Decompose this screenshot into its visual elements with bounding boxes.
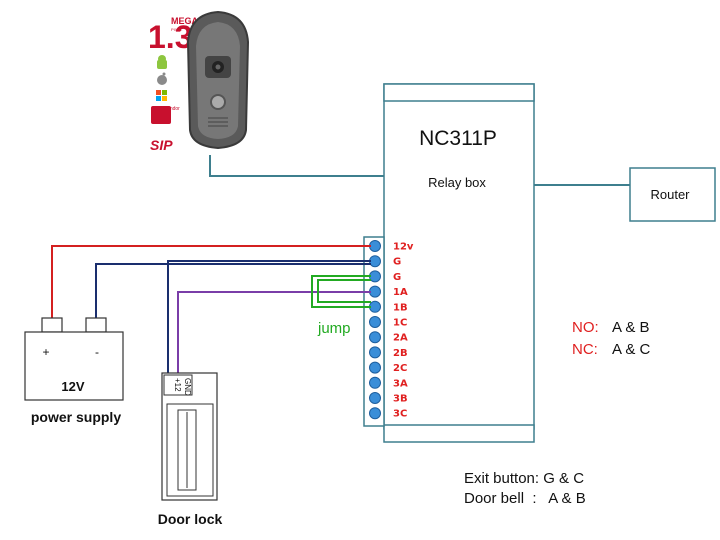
terminal-screw-g [369, 255, 381, 268]
terminal-label-g: G [393, 257, 401, 268]
router-label: Router [650, 187, 690, 202]
badge-text: MEGA [171, 16, 199, 26]
relay-box-top-rail [383, 83, 535, 102]
terminal-label-2b: 2B [393, 348, 408, 359]
green-jump-wire-inner [317, 279, 371, 303]
relay-box-subtitle: Relay box [428, 175, 486, 190]
contact-legend: NO: A & B NC: A & C [572, 319, 651, 358]
android-icon [157, 55, 167, 69]
vendor-logo: Vendor [151, 106, 180, 124]
door-lock-caption: Door lock [158, 511, 223, 527]
red-wire-12v [51, 245, 371, 318]
exit-button-note: Exit button: G & C [464, 470, 584, 487]
terminal-label-3a: 3A [393, 378, 408, 389]
sip-logo: SIP [150, 137, 173, 153]
terminal-screw-2b [369, 346, 381, 359]
camera-body [186, 10, 250, 150]
door-camera: 1.3 MEGA PIXEL Vendor SIP [148, 10, 250, 153]
no-key: NO: [572, 319, 599, 336]
lock-pin-gnd: GND [183, 378, 192, 396]
apple-icon [157, 72, 167, 85]
power-supply: + - 12V power supply [24, 317, 124, 425]
terminal-label-1b: 1B [393, 302, 408, 313]
nc-value: A & C [612, 341, 651, 358]
terminal-screw-1a [369, 285, 381, 298]
power-supply-caption: power supply [31, 409, 121, 425]
wiring-notes: Exit button: G & C Door bell : A & B [464, 470, 586, 507]
power-minus-label: - [95, 345, 99, 359]
terminal-screw-12v [369, 240, 381, 252]
terminal-screw-3c [369, 407, 381, 420]
badge-number: 1.3 [148, 19, 192, 55]
terminal-label-1a: 1A [393, 287, 408, 298]
terminal-label-1c: 1C [393, 318, 407, 329]
door-lock: +12 GND Door lock [158, 372, 223, 527]
relay-box-bottom-rail [383, 424, 535, 443]
terminal-label-g: G [393, 272, 401, 283]
purple-wire-lock-12v [177, 291, 371, 375]
terminal-screw-1b [369, 300, 381, 313]
call-button [210, 94, 226, 110]
power-voltage-label: 12V [61, 379, 84, 394]
lock-pin-12: +12 [173, 378, 182, 392]
router: Router [629, 167, 716, 222]
navy-wire-ground [95, 263, 371, 318]
no-value: A & B [612, 319, 650, 336]
terminal-screw-1c [369, 316, 381, 328]
terminal-screw-2a [369, 331, 381, 344]
terminal-screw-2c [369, 361, 381, 374]
jump-label: jump [317, 320, 351, 337]
terminal-label-2a: 2A [393, 333, 408, 344]
positive-terminal [41, 317, 63, 333]
vendor-text: Vendor [164, 106, 180, 112]
terminal-screw-3a [369, 376, 381, 389]
windows-icon [156, 90, 167, 101]
nc-key: NC: [572, 341, 598, 358]
terminal-label-12v: 12v [393, 242, 414, 253]
green-jump-wire [311, 275, 371, 308]
badge-small: PIXEL [171, 27, 183, 32]
negative-terminal [85, 317, 107, 333]
door-bell-note: Door bell : A & B [464, 490, 586, 507]
navy-wire-lock-gnd [167, 260, 371, 375]
terminal-label-2c: 2C [393, 363, 407, 374]
relay-box-model: NC311P [419, 127, 497, 150]
terminal-screw-g [369, 270, 381, 283]
power-plus-label: + [42, 345, 49, 359]
terminal-screw-3b [369, 392, 381, 404]
relay-box: NC311P Relay box [383, 83, 535, 443]
camera-network-cable [209, 155, 384, 177]
megapixel-badge: 1.3 MEGA PIXEL [148, 16, 199, 55]
terminal-label-3c: 3C [393, 409, 407, 420]
terminal-label-3b: 3B [393, 394, 408, 405]
